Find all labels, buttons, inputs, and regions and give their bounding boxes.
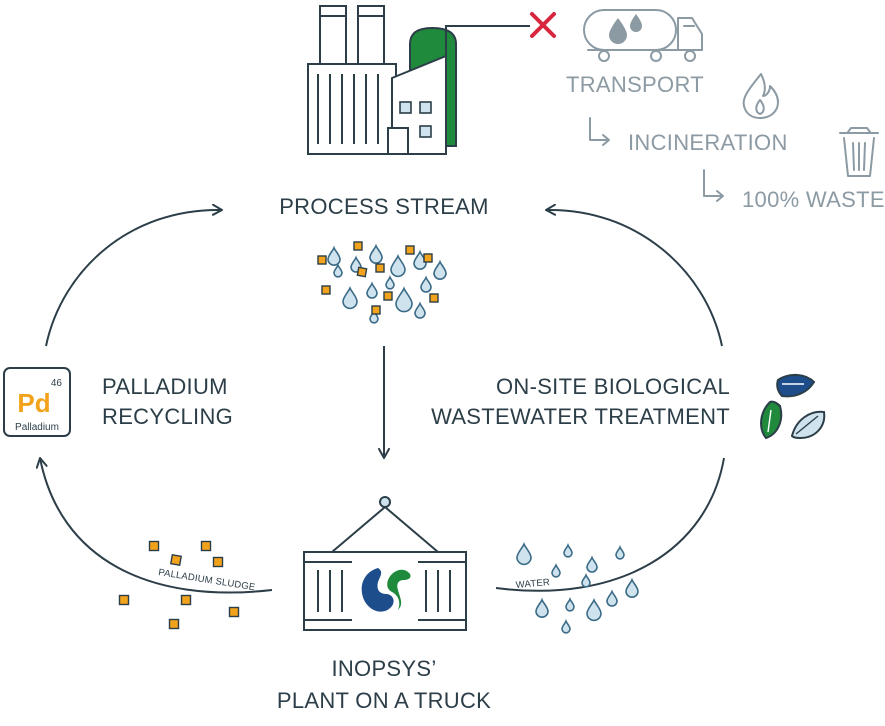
incineration-label: INCINERATION (628, 130, 788, 155)
container-icon (303, 496, 467, 631)
sludge-particle (429, 293, 439, 303)
sludge-particle (383, 291, 393, 301)
flame-icon (742, 73, 779, 119)
sludge-particle (317, 255, 327, 265)
atomic-number: 46 (51, 378, 63, 389)
water-drop (366, 281, 378, 299)
palladium-sludge-particles (118, 540, 240, 630)
element-symbol: Pd (17, 388, 50, 418)
water-drop (327, 245, 341, 266)
sludge-particle (371, 305, 381, 315)
water-drop (333, 263, 343, 278)
leaves-icon (760, 374, 826, 440)
sludge-particle (212, 556, 224, 568)
process-stream-label: PROCESS STREAM (279, 194, 489, 219)
water-drop (516, 541, 532, 566)
water-drop (606, 589, 618, 607)
sludge-particle (180, 594, 192, 606)
palladium-recycling-line2: RECYCLING (102, 404, 233, 429)
element-name: Palladium (15, 422, 59, 433)
process-stream-particles (317, 241, 447, 324)
sludge-particle (168, 618, 180, 630)
water-drop (342, 285, 358, 310)
biological-treatment-line2: WASTEWATER TREATMENT (431, 404, 730, 429)
sludge-particle (118, 594, 130, 606)
water-drop (615, 545, 625, 560)
water-drop (563, 543, 573, 558)
water-label: WATER (515, 577, 550, 591)
arc-treatment-to-stream (545, 203, 723, 347)
sludge-particle (228, 606, 240, 618)
water-drop (369, 243, 383, 264)
sludge-particle (169, 553, 183, 567)
water-drop (581, 573, 591, 588)
palladium-element-tile: 46 Pd Palladium (3, 367, 71, 437)
water-drop (395, 286, 413, 313)
biological-treatment-line1: ON-SITE BIOLOGICAL (496, 374, 730, 399)
sludge-particle (148, 540, 160, 552)
sludge-particle (423, 253, 433, 263)
sludge-particle (200, 540, 212, 552)
factory-icon (307, 5, 530, 155)
tanker-truck-icon (583, 9, 703, 62)
palladium-recycling-line1: PALLADIUM (102, 374, 228, 399)
arc-plant-to-recycling (35, 457, 273, 594)
water-drop (586, 555, 598, 573)
water-drop (369, 309, 379, 324)
sludge-particle (405, 245, 415, 255)
inopsys-line1: INOPSYS’ (331, 656, 436, 681)
water-drop (551, 563, 561, 578)
inopsys-logo-icon (361, 568, 411, 612)
transport-label: TRANSPORT (566, 72, 704, 97)
water-drop (390, 253, 406, 278)
water-drop (625, 577, 639, 598)
water-drop (414, 301, 426, 319)
sludge-particle (321, 285, 331, 295)
water-drop (535, 597, 549, 618)
cross-icon (530, 12, 556, 38)
water-drop (420, 275, 432, 293)
water-drop (561, 619, 571, 634)
waste-label: 100% WASTE (742, 187, 885, 212)
water-drop (433, 259, 447, 280)
sludge-particle (356, 266, 368, 278)
arc-recycling-to-stream (45, 203, 223, 347)
water-drop (586, 597, 602, 622)
sludge-particle (375, 263, 385, 273)
trash-icon (839, 127, 879, 177)
water-drop (565, 597, 575, 612)
sludge-particle (353, 241, 363, 251)
water-drops (516, 541, 639, 634)
water-drop (385, 275, 395, 290)
arc-plant-to-treatment (495, 457, 725, 592)
inopsys-line2: PLANT ON A TRUCK (277, 688, 491, 713)
palladium-sludge-label: PALLADIUM SLUDGE (158, 567, 257, 593)
